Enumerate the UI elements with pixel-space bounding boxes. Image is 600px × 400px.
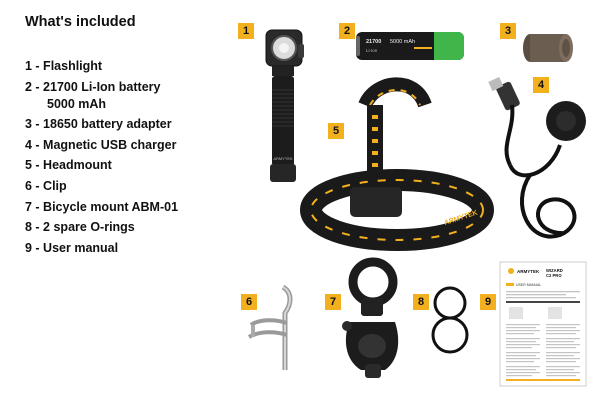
list-item-clip: 6 - Clip: [25, 178, 67, 193]
battery-type-text: Li-Ion: [366, 48, 378, 53]
list-item-battery-line2: 5000 mAh: [47, 96, 107, 111]
o-rings-image: [431, 286, 469, 354]
manual-section-text: USER MANUAL: [516, 283, 541, 287]
headmount-image: ARMYTEK: [300, 77, 494, 251]
manual-model-line1: WIZARD: [546, 268, 563, 273]
badge-4: 4: [533, 77, 549, 93]
badge-8: 8: [413, 294, 429, 310]
battery-adapter-image: [523, 34, 573, 62]
flashlight-image: ARMYTEK: [265, 29, 304, 182]
badge-3: 3: [500, 23, 516, 39]
list-item-flashlight: 1 - Flashlight: [25, 59, 103, 73]
list-item-headmount: 5 - Headmount: [25, 158, 112, 173]
list-item-bicycle-mount: 7 - Bicycle mount ABM-01: [25, 199, 179, 214]
list-item-o-rings: 8 - 2 spare O-rings: [25, 220, 135, 235]
manual-brand-text: ARMYTEK: [517, 269, 540, 274]
list-item-usb-charger: 4 - Magnetic USB charger: [25, 137, 177, 152]
badge-6: 6: [241, 294, 257, 310]
list-item-adapter: 3 - 18650 battery adapter: [25, 117, 172, 132]
usb-charger-image: [488, 76, 586, 239]
badge-7: 7: [325, 294, 341, 310]
list-item-battery: 2 - 21700 Li-Ion battery 5000 mAh: [25, 79, 178, 113]
list-item-user-manual: 9 - User manual: [25, 240, 119, 255]
included-items-list: 1 - Flashlight 2 - 21700 Li-Ion battery …: [25, 58, 178, 260]
flashlight-brand-text: ARMYTEK: [273, 156, 293, 161]
badge-2: 2: [339, 23, 355, 39]
badge-5: 5: [328, 123, 344, 139]
clip-image: [247, 284, 293, 370]
badge-1: 1: [238, 23, 254, 39]
bicycle-mount-image: [342, 257, 399, 378]
list-item-battery-line1: 2 - 21700 Li-Ion battery: [25, 79, 161, 94]
battery-model-text: 21700: [366, 39, 381, 45]
battery-image: 21700 5000 mAh Li-Ion: [356, 32, 464, 60]
whats-included-heading: What's included: [25, 14, 136, 30]
user-manual-image: ARMYTEK WIZARD C2 PRO USER MANUAL: [499, 261, 587, 387]
battery-capacity-text: 5000 mAh: [390, 39, 415, 45]
badge-9: 9: [480, 294, 496, 310]
manual-model-line2: C2 PRO: [546, 273, 562, 278]
